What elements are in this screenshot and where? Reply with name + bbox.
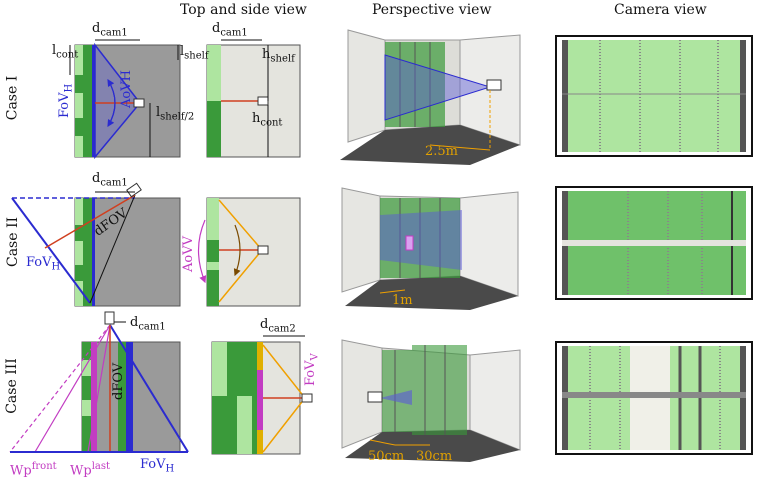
c1-l-cont: lcont (52, 43, 79, 61)
title-top-side-view: Top and side view (180, 2, 307, 18)
title-camera-view: Camera view (614, 2, 707, 18)
c1-aov-h: AoVH (119, 70, 134, 108)
c2-aov-v: AoVV (181, 236, 196, 272)
c3-distance-1: 50cm (368, 449, 405, 464)
c3-dfov: dFOV (111, 362, 126, 400)
c2-distance: 1m (392, 293, 413, 308)
case3-top-view (9, 311, 189, 453)
case2-top-view (11, 182, 181, 307)
c3-d-cam2: dcam2 (260, 317, 296, 335)
case1-camera-view (555, 35, 753, 157)
c1-h-shelf: hshelf (262, 47, 295, 65)
c3-fov-v: FoVV (303, 353, 321, 386)
c1-h-cont: hcont (252, 111, 283, 129)
c1-l-shelf-half: lshelf/2 (156, 105, 195, 123)
c3-wp-last: Wplast (70, 461, 110, 479)
case2-camera-view (555, 186, 753, 300)
c3-wp-front: Wpfront (10, 461, 57, 479)
c3-fov-h: FoVH (140, 457, 175, 475)
case2-side-view (197, 197, 301, 307)
case1-perspective (340, 29, 521, 165)
c1-distance: 2.5m (425, 144, 459, 159)
c1-fov-h: FoVH (57, 83, 75, 118)
c1-d-cam1: dcam1 (92, 21, 128, 39)
c3-d-cam1: dcam1 (130, 315, 166, 333)
title-perspective-view: Perspective view (372, 2, 492, 18)
c2-fov-h: FoVH (26, 255, 61, 273)
case1-side-view (206, 39, 301, 158)
case3-camera-view (555, 341, 753, 455)
case2-perspective (341, 187, 519, 310)
case3-perspective (341, 339, 521, 462)
c1-side-d-cam1: dcam1 (212, 21, 248, 39)
c3-distance-2: 30cm (416, 449, 453, 464)
c2-d-cam1: dcam1 (92, 171, 128, 189)
c1-l-shelf: lshelf (180, 44, 209, 62)
case1-top-view (69, 39, 181, 160)
case3-side-view (211, 335, 313, 455)
